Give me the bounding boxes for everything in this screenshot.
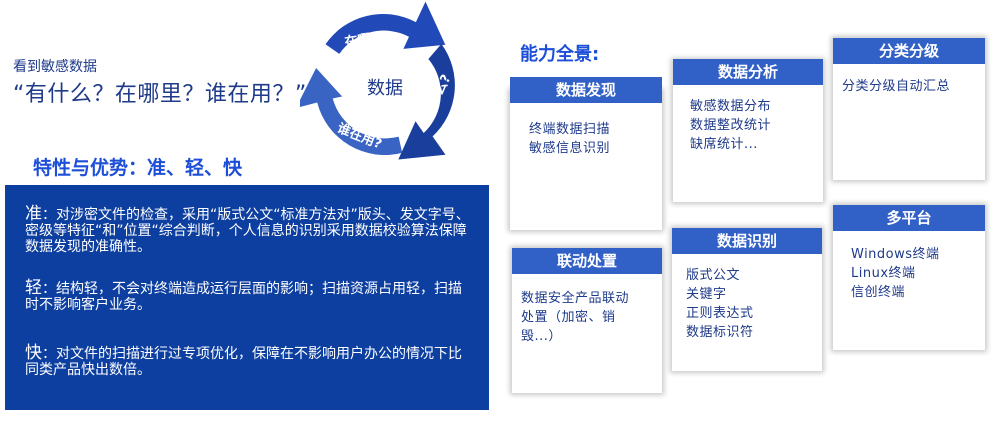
capability-title: 能力全景: (520, 44, 600, 65)
feature-accurate: 准：对涉密文件的检查，采用“版式公文“标准方法对”版头、发文字号、密级等特征“和… (25, 204, 471, 256)
feature-fast: 快：对文件的扫描进行过专项优化，保障在不影响用户办公的情况下比同类产品快出数倍。 (25, 343, 471, 379)
card-title: 数据发现 (510, 77, 662, 103)
card-body: 版式公文 关键字 正则表达式 数据标识符 (686, 266, 754, 342)
feature-light: 轻：结构轻，不会对终端造成运行层面的影响；扫描资源占用轻，扫描时不影响客户业务。 (25, 278, 471, 314)
cycle-segment-where (325, 1, 446, 54)
card-body: 数据安全产品联动 处置（加密、销 毁...） (521, 289, 629, 346)
card-line: 处置（加密、销 (521, 310, 616, 325)
feature-text: ：对文件的扫描进行过专项优化，保障在不影响用户办公的情况下比同类产品快出数倍。 (25, 346, 462, 378)
card-line: 敏感数据分布 (690, 99, 772, 114)
card-line: 敏感信息识别 (529, 141, 611, 156)
card-line: 版式公文 (686, 268, 741, 283)
card-line: Linux终端 (851, 266, 916, 281)
card-line: 缺席统计... (690, 137, 758, 152)
card-data-identification: 数据识别 版式公文 关键字 正则表达式 数据标识符 (672, 228, 822, 371)
card-line: 数据整改统计 (690, 118, 772, 133)
card-data-analysis: 数据分析 敏感数据分布 数据整改统计 缺席统计... (673, 59, 823, 202)
intro-line-2: “有什么？在哪里？谁在用？” (13, 82, 307, 107)
card-title: 分类分级 (833, 38, 985, 64)
card-line: 关键字 (686, 287, 727, 302)
card-title: 多平台 (833, 205, 985, 231)
feature-key: 快 (25, 343, 42, 363)
card-line: 正则表达式 (686, 306, 754, 321)
card-body: 分类分级自动汇总 (842, 77, 950, 96)
feature-text: ：结构轻，不会对终端造成运行层面的影响；扫描资源占用轻，扫描时不影响客户业务。 (25, 281, 462, 313)
card-line: 数据标识符 (686, 325, 754, 340)
card-body: Windows终端 Linux终端 信创终端 (851, 245, 940, 302)
card-line: 分类分级自动汇总 (842, 79, 951, 94)
card-line: 毁...） (521, 329, 562, 344)
card-line: 数据安全产品联动 (521, 291, 630, 306)
card-body: 终端数据扫描 敏感信息识别 (529, 120, 610, 158)
card-multi-platform: 多平台 Windows终端 Linux终端 信创终端 (833, 205, 985, 350)
data-cycle-diagram: 数据 在哪? 有什么? 谁在用? (300, 1, 455, 160)
feature-key: 准 (25, 204, 42, 224)
features-panel: 准：对涉密文件的检查，采用“版式公文“标准方法对”版头、发文字号、密级等特征“和… (5, 185, 489, 410)
cycle-center-label: 数据 (367, 78, 403, 99)
cycle-segment-what (398, 43, 455, 160)
cycle-label-where: 在哪? (344, 30, 379, 51)
card-data-discovery: 数据发现 终端数据扫描 敏感信息识别 (510, 77, 662, 230)
card-title: 数据识别 (672, 228, 822, 254)
card-line: 信创终端 (851, 285, 906, 300)
card-line: Windows终端 (851, 247, 940, 262)
card-linkage-disposal: 联动处置 数据安全产品联动 处置（加密、销 毁...） (512, 248, 662, 393)
features-title: 特性与优势：准、轻、快 (33, 157, 243, 179)
card-classification: 分类分级 分类分级自动汇总 (833, 38, 985, 180)
card-title: 联动处置 (512, 248, 662, 274)
intro-line-1: 看到敏感数据 (13, 59, 97, 75)
card-body: 敏感数据分布 数据整改统计 缺席统计... (690, 97, 771, 154)
feature-text: ：对涉密文件的检查，采用“版式公文“标准方法对”版头、发文字号、密级等特征“和”… (25, 207, 470, 255)
card-title: 数据分析 (673, 59, 823, 85)
feature-key: 轻 (25, 278, 42, 298)
card-line: 终端数据扫描 (529, 122, 611, 137)
cycle-segment-who (300, 68, 403, 155)
